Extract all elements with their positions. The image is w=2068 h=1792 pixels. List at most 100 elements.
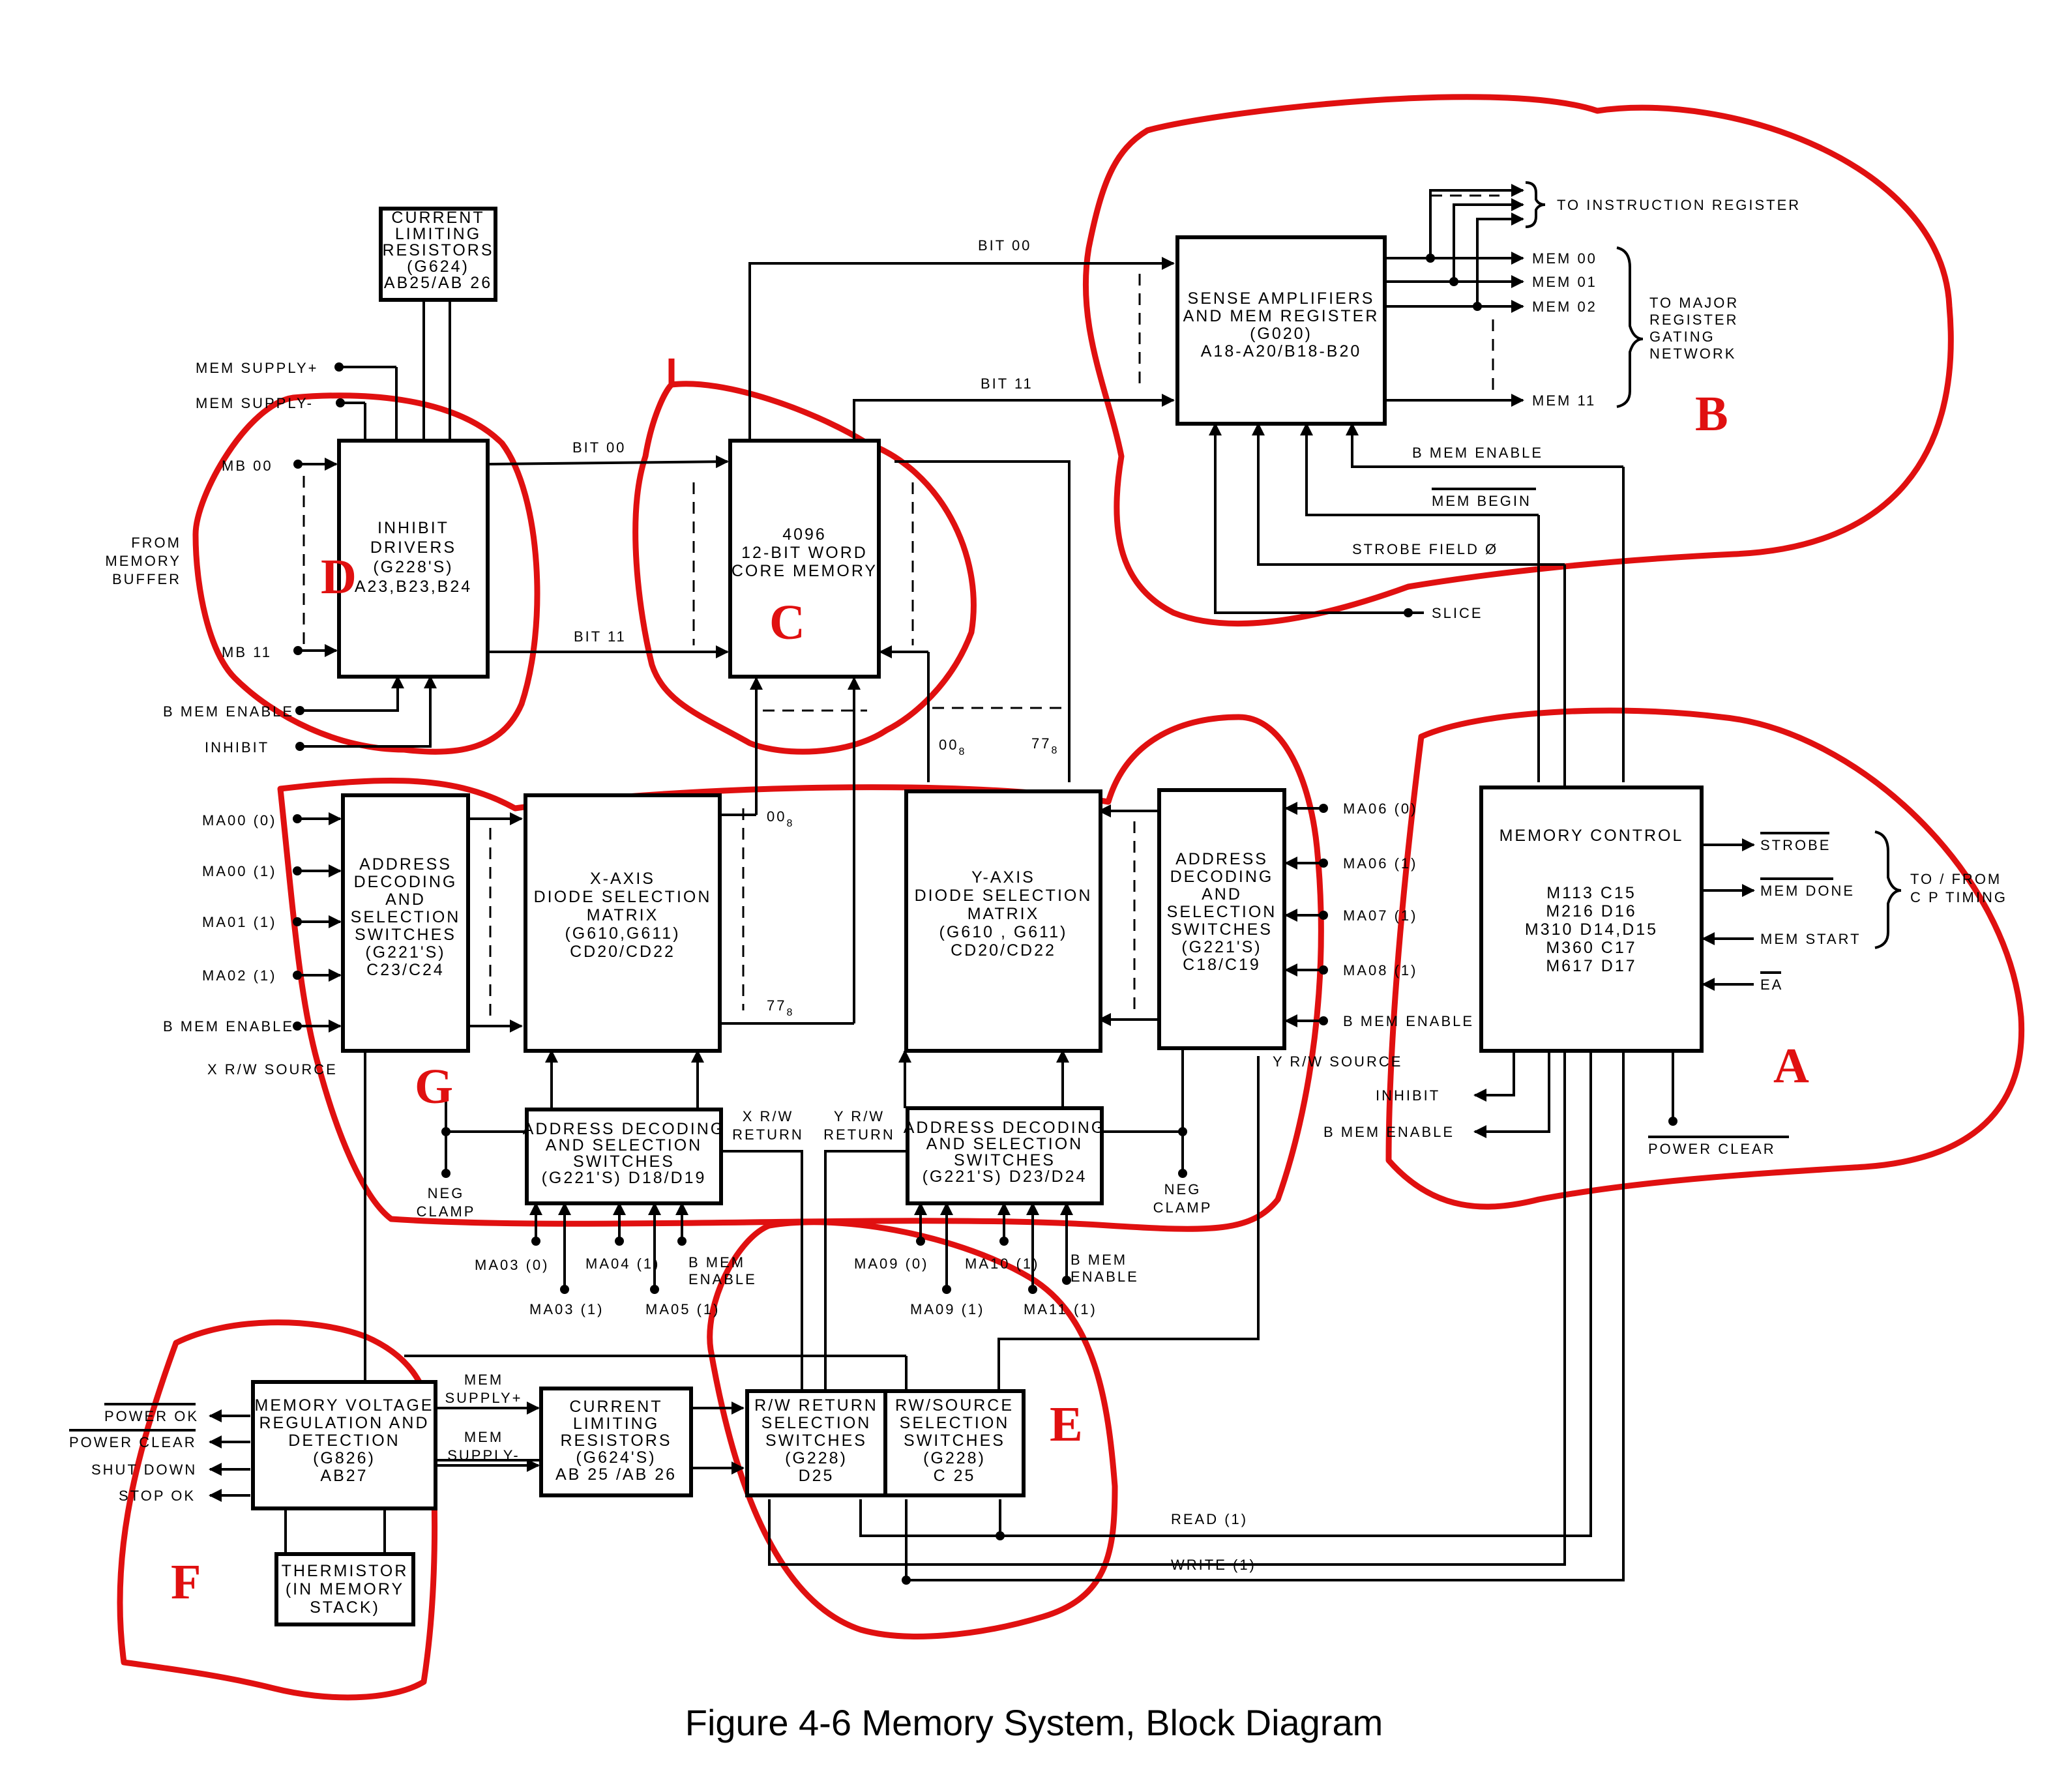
label-ma09-1: MA09 (1): [910, 1301, 984, 1317]
label-x-rw-return-line: X R/W: [743, 1108, 794, 1124]
label-write1: WRITE (1): [1171, 1557, 1256, 1573]
label-b-mem-enable-addr-y: B MEM ENABLE: [1343, 1013, 1474, 1029]
block-label-line: M113 C15: [1546, 884, 1636, 902]
label-bit00-top: BIT 00: [978, 237, 1031, 254]
block-label-line: C 25: [934, 1467, 976, 1485]
block-label-line: ADDRESS DECODING: [523, 1120, 726, 1138]
block-label-line: R/W RETURN: [754, 1396, 878, 1415]
block-label-line: DIODE SELECTION: [534, 888, 712, 906]
label-to-major-register-line: TO MAJOR: [1649, 295, 1739, 311]
block-label-line: (G624): [407, 257, 469, 276]
label-strobe-field: STROBE FIELD Ø: [1352, 541, 1498, 557]
label-bit11-left: BIT 11: [574, 628, 627, 645]
label-neg-clamp-left-line: CLAMP: [417, 1203, 476, 1220]
label-b-mem-enable-lower-y-line: ENABLE: [1071, 1269, 1139, 1285]
outline-region-b: [1082, 94, 1954, 627]
label-ea: EA: [1760, 977, 1783, 993]
label-mb11: MB 11: [222, 644, 272, 660]
block-label-line: LIMITING: [573, 1415, 659, 1433]
label-shut-down: SHUT DOWN: [91, 1462, 197, 1478]
label-b-mem-enable-right: B MEM ENABLE: [1323, 1124, 1455, 1140]
block-label-line: 4096: [782, 525, 827, 544]
block-label: MEMORY CONTROL: [1499, 827, 1682, 845]
label-ma11-1: MA11 (1): [1024, 1301, 1097, 1317]
region-letter-d: D: [321, 550, 357, 604]
label-b-mem-enable-lower-x-line: ENABLE: [688, 1271, 757, 1287]
block-label-line: (G610 , G611): [939, 923, 1068, 941]
outline-region-d: [192, 392, 540, 755]
block-label-line: AB25/AB 26: [384, 274, 492, 292]
block-label-line: (G624'S): [576, 1448, 656, 1467]
label-77-oct-x: 778: [767, 997, 794, 1018]
label-77-oct-upper: 778: [1031, 735, 1059, 756]
label-ma00-1: MA00 (1): [202, 863, 276, 879]
label-mem01: MEM 01: [1532, 274, 1597, 290]
label-bit11-top: BIT 11: [981, 375, 1033, 392]
block-label-line: CURRENT: [391, 209, 484, 227]
label-from-memory-buffer-line: BUFFER: [112, 571, 181, 587]
label-b-mem-enable-inhibit-drivers: B MEM ENABLE: [163, 703, 294, 720]
block-label-line: SELECTION: [351, 908, 461, 926]
label-b-mem-enable-addr-x: B MEM ENABLE: [163, 1018, 294, 1035]
block-label: ADDRESSDECODINGANDSELECTIONSWITCHES(G221…: [1167, 850, 1277, 974]
block-label-line: (G228): [923, 1449, 986, 1467]
label-ma06-1: MA06 (1): [1343, 855, 1417, 872]
block-label-line: C18/C19: [1183, 956, 1261, 974]
label-mem00: MEM 00: [1532, 250, 1597, 267]
label-ma00-0: MA00 (0): [202, 812, 276, 829]
block-label-line: THERMISTOR: [282, 1562, 409, 1580]
block-label: ADDRESSDECODINGANDSELECTIONSWITCHES(G221…: [351, 855, 461, 979]
label-b-mem-enable-lower-x-line: B MEM: [688, 1254, 745, 1271]
label-mem-supply-plus-bottom-line: MEM: [464, 1372, 503, 1388]
block-label-line: M216 D16: [1546, 902, 1636, 920]
block-label-line: (G221'S) D18/D19: [542, 1169, 707, 1187]
block-label-line: CORE MEMORY: [731, 562, 878, 580]
block-label-line: SELECTION: [1167, 903, 1277, 921]
label-mem-start: MEM START: [1760, 931, 1861, 947]
block-label-line: X-AXIS: [590, 870, 655, 888]
block-label-line: MEMORY VOLTAGE: [255, 1396, 434, 1415]
label-ma03-0: MA03 (0): [475, 1257, 549, 1273]
label-00-oct-x: 008: [767, 808, 794, 829]
label-power-clear-right: POWER CLEAR: [1648, 1141, 1776, 1157]
label-neg-clamp-right-line: NEG: [1164, 1181, 1202, 1197]
block-label-line: (G020): [1250, 325, 1312, 343]
label-inhibit-left: INHIBIT: [205, 739, 269, 756]
label-to-from-cp-timing-line: TO / FROM: [1910, 871, 2002, 887]
label-power-clear-left: POWER CLEAR: [69, 1434, 197, 1450]
block-label-line: CURRENT: [569, 1398, 662, 1416]
label-mem-supply-minus: MEM SUPPLY-: [196, 395, 314, 411]
label-mem02: MEM 02: [1532, 299, 1597, 315]
block-label-line: SENSE AMPLIFIERS: [1188, 289, 1375, 308]
block-label-line: SWITCHES: [954, 1151, 1056, 1169]
region-letter-g: G: [415, 1059, 453, 1114]
outline-region-g: [277, 714, 1324, 1232]
label-00-oct-upper: 008: [939, 737, 966, 757]
block-label-line: (G221'S): [1181, 938, 1262, 956]
junction-dots: [293, 254, 1677, 1585]
block-label-line: ADDRESS: [1175, 850, 1268, 868]
block-label-line: ADDRESS: [359, 855, 452, 874]
block-label-line: CD20/CD22: [570, 943, 675, 961]
block-label-line: DECODING: [1170, 868, 1274, 886]
block-label-line: M617 D17: [1546, 957, 1636, 975]
block-address-decoding-y: ADDRESSDECODINGANDSELECTIONSWITCHES(G221…: [1157, 788, 1286, 1050]
